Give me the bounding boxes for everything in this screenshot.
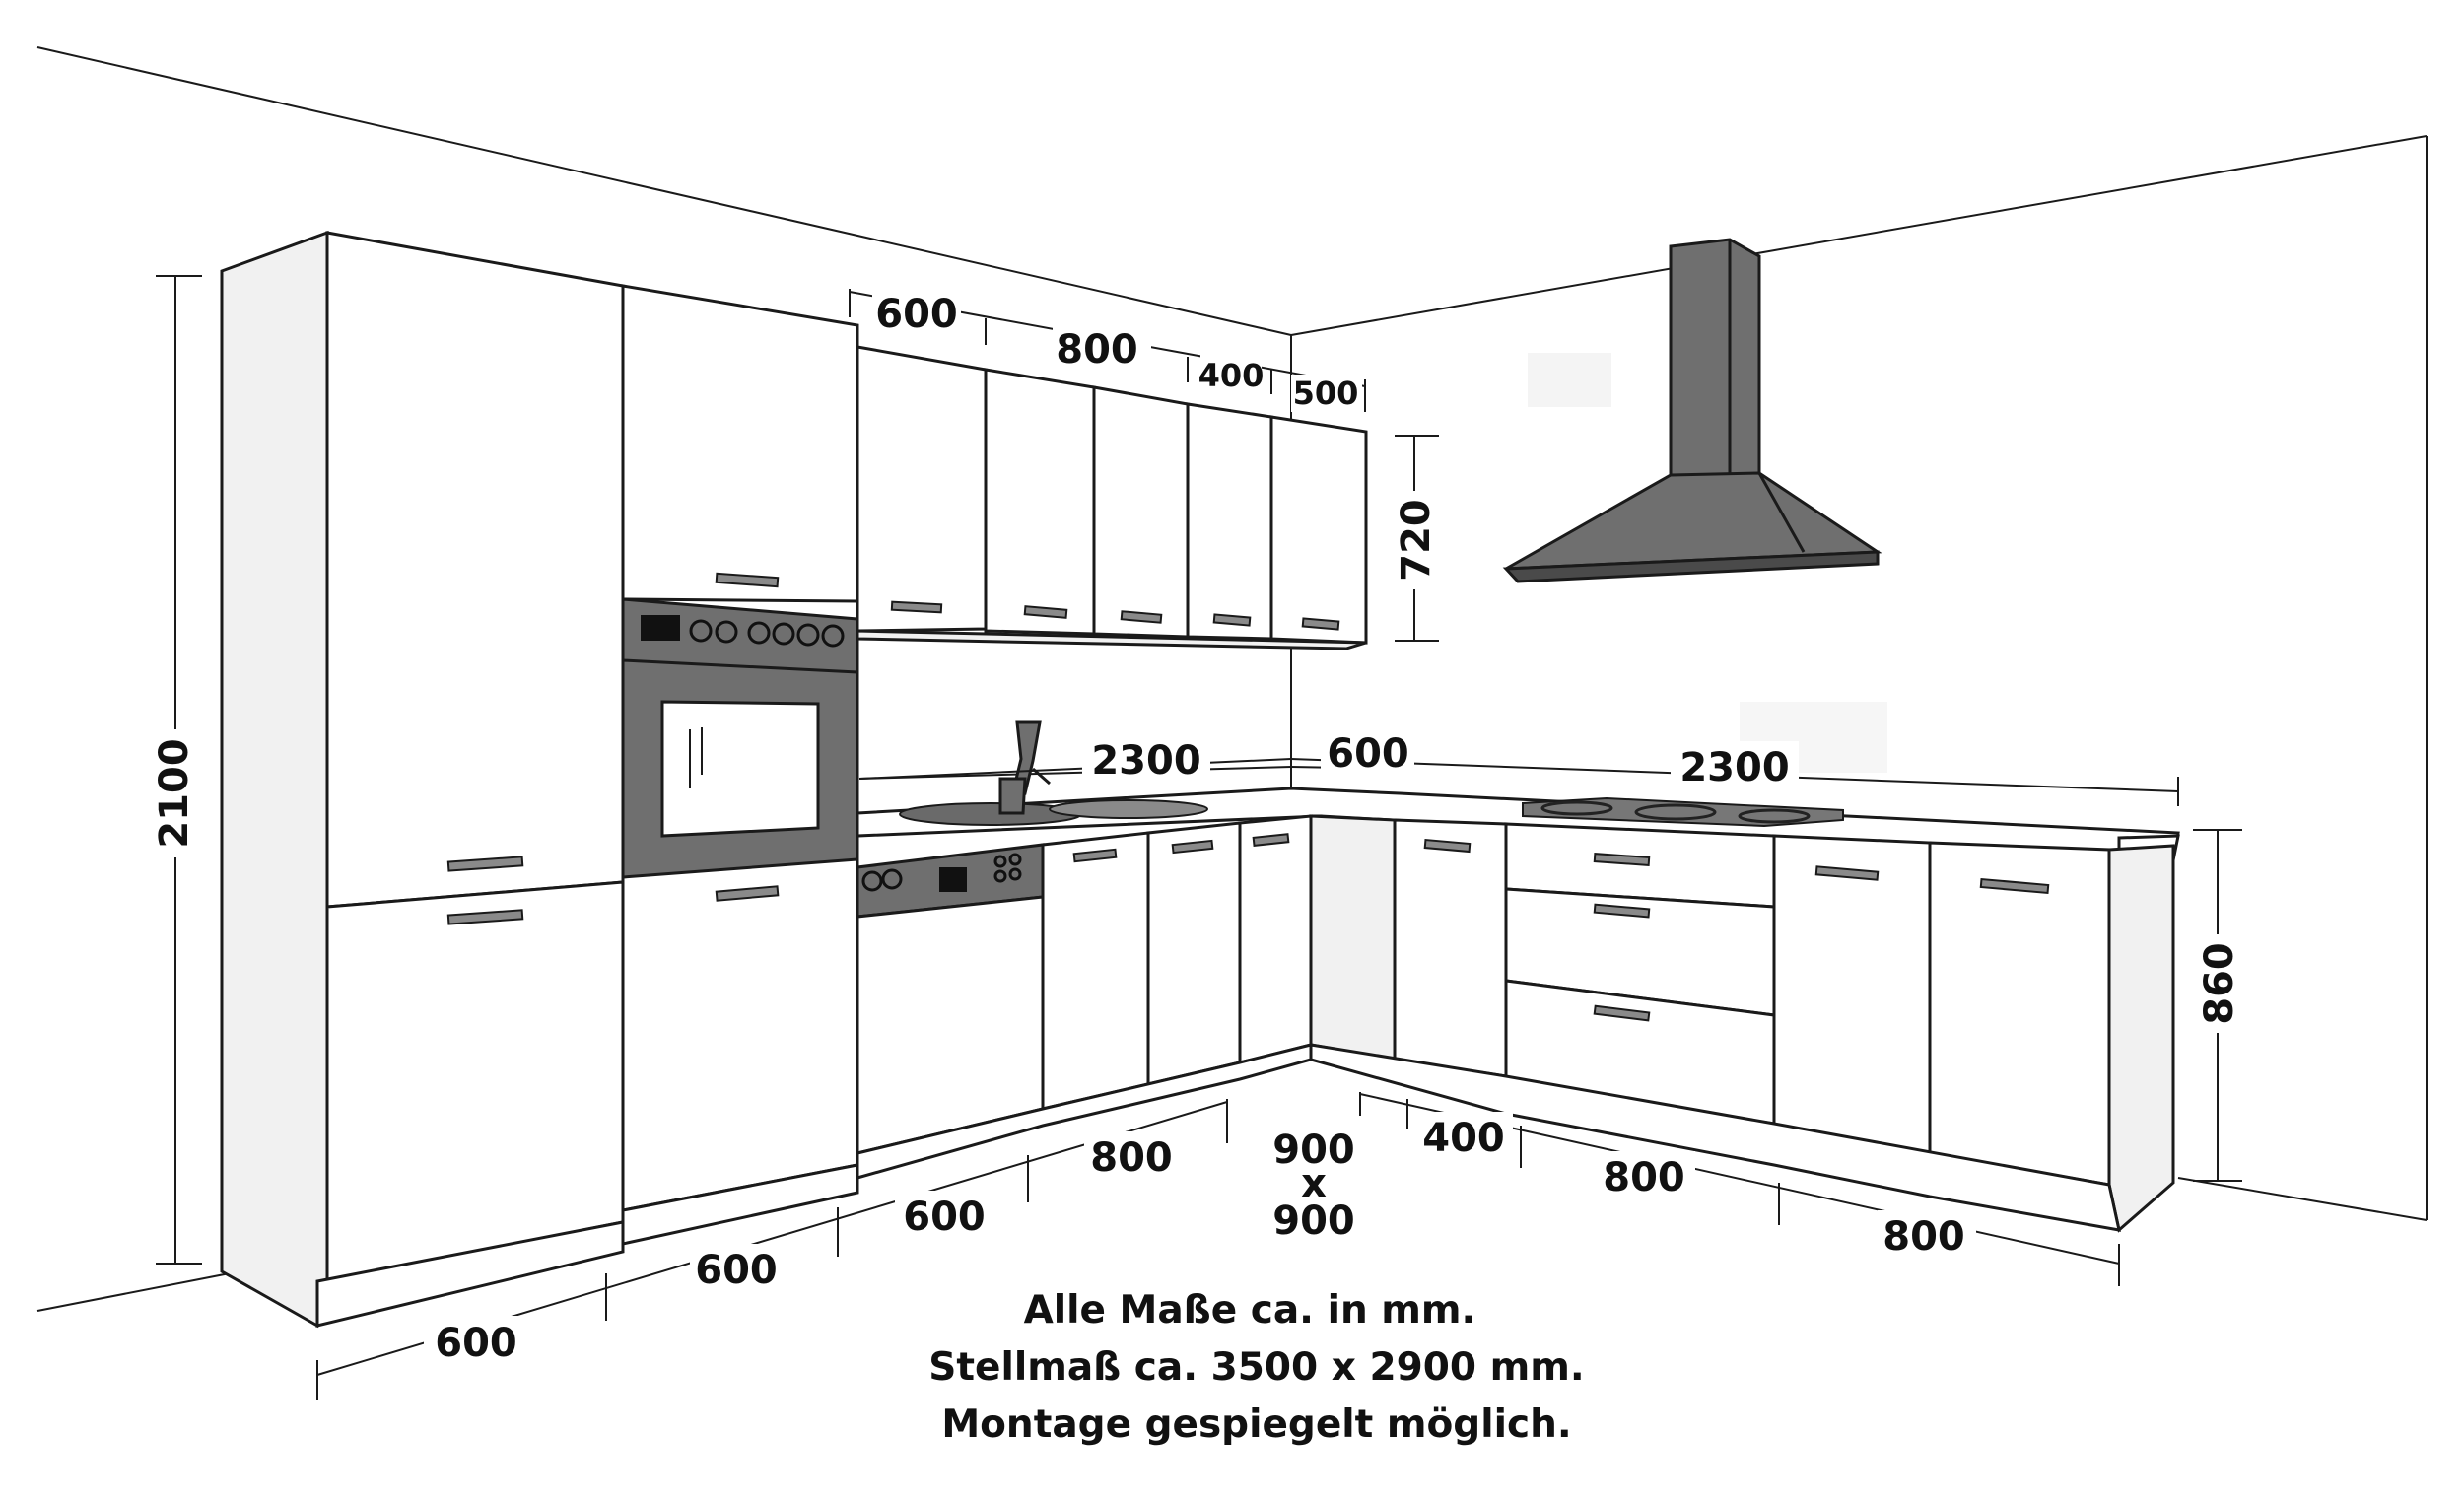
handle [446, 856, 524, 872]
dimension-labels: 2100 600 800 400 500 720 2300 600 2300 8… [143, 286, 2247, 1366]
dim-floor-400: 400 [1422, 1116, 1505, 1161]
note-line-2: Stellmaß ca. 3500 x 2900 mm. [928, 1345, 1584, 1390]
dim-wall-720: 720 [1394, 499, 1439, 582]
handle [1252, 833, 1290, 847]
handle [890, 600, 943, 614]
dim-height-2100: 2100 [152, 738, 197, 848]
dim-counter-600: 600 [1327, 731, 1409, 777]
handle [1301, 617, 1340, 631]
handle [1023, 605, 1068, 619]
handle [1593, 853, 1651, 867]
room-outline [36, 46, 2428, 1312]
cooktop-icon [1522, 796, 1844, 828]
notes: Alle Maße ca. in mm. Stellmaß ca. 3500 x… [928, 1288, 1584, 1447]
handle [1979, 877, 2050, 895]
note-line-3: Montage gespiegelt möglich. [941, 1403, 1571, 1447]
note-line-1: Alle Maße ca. in mm. [1024, 1288, 1476, 1333]
base-units-right [1309, 814, 2175, 1233]
oven-icon [621, 597, 859, 879]
base-units-left [856, 814, 1323, 1180]
dim-corner-900-bottom: 900 [1272, 1198, 1355, 1244]
handle [1814, 865, 1880, 881]
handle [1593, 1004, 1651, 1022]
dim-floor-600-a: 600 [435, 1321, 517, 1366]
dim-wall-800: 800 [1056, 327, 1138, 373]
dim-floor-600-b: 600 [695, 1248, 778, 1293]
handle [1072, 848, 1118, 863]
dim-corner-x: x [1301, 1161, 1327, 1206]
handle [1423, 839, 1472, 854]
dim-counter-2300-right: 2300 [1679, 745, 1789, 790]
dim-wall-500: 500 [1293, 375, 1359, 412]
handle [715, 885, 780, 902]
dim-counter-2300-left: 2300 [1091, 738, 1200, 784]
dim-wall-600: 600 [875, 292, 958, 337]
dim-base-860: 860 [2197, 942, 2242, 1025]
handle [1171, 839, 1214, 855]
wall-units [856, 345, 1368, 650]
dim-floor-600-c: 600 [903, 1195, 986, 1240]
handle [1120, 610, 1163, 624]
dim-wall-400: 400 [1198, 357, 1265, 394]
sink-faucet-icon [899, 720, 1208, 826]
dim-corner-900-top: 900 [1272, 1128, 1355, 1173]
range-hood-icon [1502, 238, 1882, 583]
dim-floor-800-b: 800 [1603, 1155, 1685, 1200]
tall-units [220, 230, 859, 1329]
handle [1212, 613, 1252, 627]
dim-floor-800-a: 800 [1090, 1135, 1173, 1181]
handle [446, 909, 524, 925]
handle [1593, 903, 1651, 919]
handle [715, 572, 780, 588]
dim-floor-800-c: 800 [1882, 1214, 1965, 1260]
